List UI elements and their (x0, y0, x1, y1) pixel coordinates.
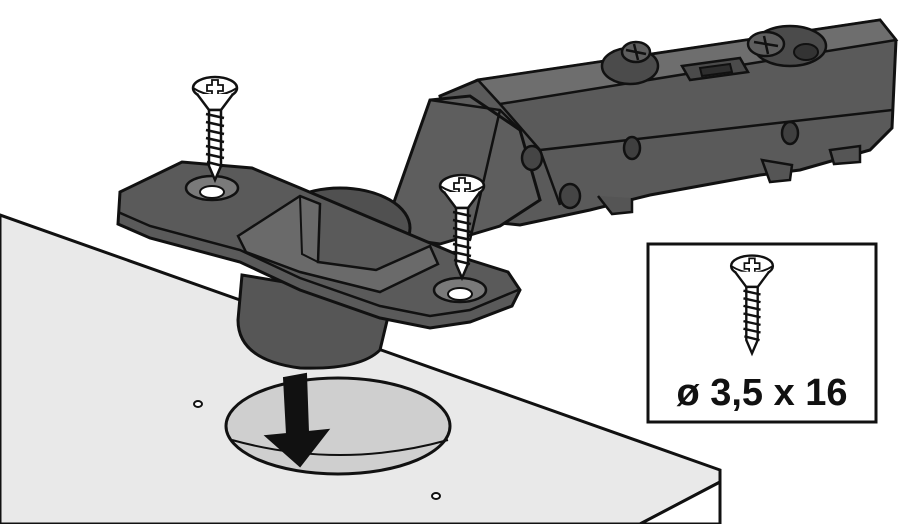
door-panel-edge (639, 479, 722, 524)
screw-spec-label: ø 3,5 x 16 (676, 372, 847, 414)
pivot-pin (558, 182, 582, 210)
pilot-hole (431, 492, 441, 500)
rivet (622, 135, 642, 161)
adjustment-slot (679, 56, 751, 82)
hinge (116, 18, 899, 370)
adjustment-screw (746, 24, 828, 68)
pilot-hole (193, 400, 203, 408)
rivet (780, 120, 800, 146)
adjustment-screw (600, 40, 660, 86)
pivot-pin (520, 144, 544, 172)
screw-spec-box: ø 3,5 x 16 (646, 242, 878, 424)
cup-bore-hole (224, 376, 452, 476)
hinge-cup-recess (236, 194, 440, 294)
arrow-down-icon (263, 372, 331, 468)
